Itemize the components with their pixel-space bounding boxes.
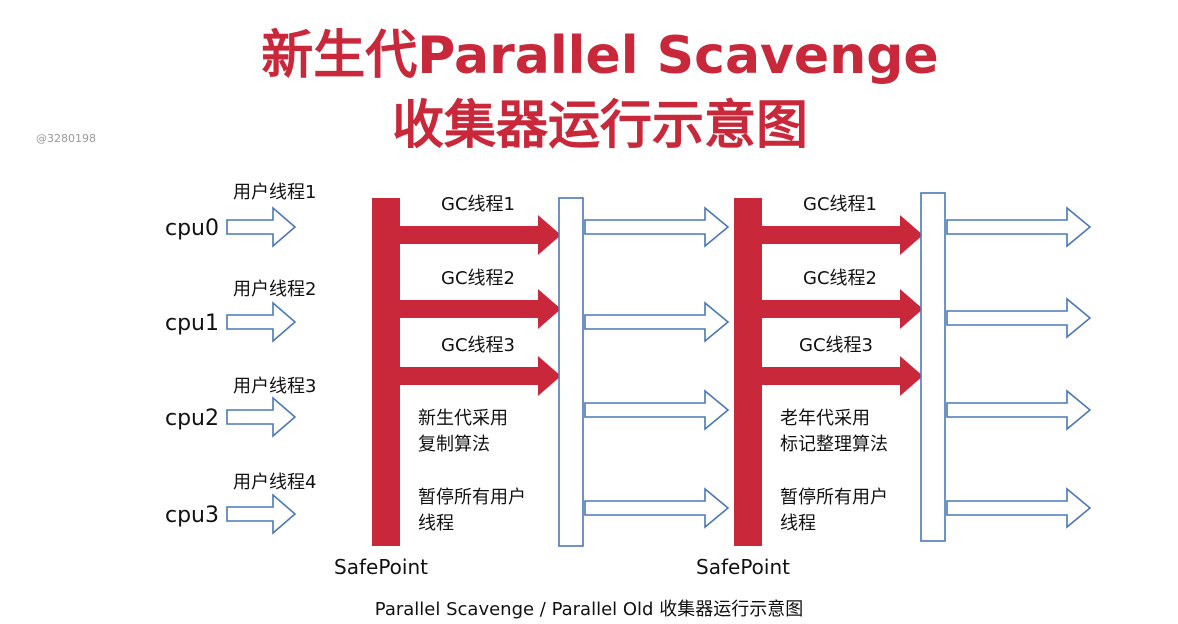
user-thread-label-1: 用户线程1 [233,182,316,203]
resumed-arrow-cpu0-phase1 [584,207,729,247]
gc-thread-arrow-3-phase1 [398,356,561,396]
phase2-pause-line2: 线程 [780,513,816,534]
cpu-label-2: cpu2 [165,406,219,431]
gc-thread-arrow-1-phase1 [398,215,561,255]
user-thread-arrow-cpu0 [226,207,296,247]
title-line-1: 新生代Parallel Scavenge [261,26,938,86]
cpu-label-0: cpu0 [165,216,219,241]
gc-thread-label-2-phase2: GC线程2 [803,268,877,289]
phase2-algorithm-line1: 老年代采用 [780,408,870,429]
gc-thread-label-1-phase2: GC线程1 [803,194,877,215]
gc-thread-arrow-1-phase2 [760,215,923,255]
phase1-pause-line2: 线程 [418,513,454,534]
safepoint-bar-1 [372,198,400,546]
user-thread-label-3: 用户线程3 [233,376,316,397]
gc-thread-arrow-2-phase2 [760,289,923,329]
resumed-arrow-cpu2-phase2 [946,390,1091,430]
resumed-arrow-cpu1-phase1 [584,302,729,342]
phase1-pause-line1: 暂停所有用户 [418,487,526,508]
resumed-arrow-cpu3-phase1 [584,488,729,528]
gc-thread-label-2-phase1: GC线程2 [441,268,515,289]
resumed-arrow-cpu0-phase2 [946,207,1091,247]
watermark: @3280198 [36,132,96,145]
phase2-algorithm-line2: 标记整理算法 [780,434,888,455]
gc-end-barrier-2 [920,192,946,542]
safepoint-bar-2 [734,198,762,546]
user-thread-arrow-cpu3 [226,494,296,534]
gc-thread-label-3-phase2: GC线程3 [799,335,873,356]
phase1-algorithm-line2: 复制算法 [418,434,490,455]
diagram-caption: Parallel Scavenge / Parallel Old 收集器运行示意… [375,599,803,620]
user-thread-label-4: 用户线程4 [233,472,316,493]
gc-thread-label-1-phase1: GC线程1 [441,194,515,215]
phase2-pause-line1: 暂停所有用户 [780,487,888,508]
user-thread-label-2: 用户线程2 [233,279,316,300]
safepoint-label-1: SafePoint [334,555,428,579]
user-thread-arrow-cpu2 [226,397,296,437]
resumed-arrow-cpu1-phase2 [946,298,1091,338]
safepoint-label-2: SafePoint [696,555,790,579]
gc-end-barrier-1 [558,197,584,547]
gc-thread-arrow-3-phase2 [760,356,923,396]
user-thread-arrow-cpu1 [226,302,296,342]
resumed-arrow-cpu2-phase1 [584,390,729,430]
gc-thread-label-3-phase1: GC线程3 [441,335,515,356]
cpu-label-1: cpu1 [165,311,219,336]
resumed-arrow-cpu3-phase2 [946,488,1091,528]
title-line-2: 收集器运行示意图 [392,96,808,156]
phase1-algorithm-line1: 新生代采用 [418,408,508,429]
gc-thread-arrow-2-phase1 [398,289,561,329]
cpu-label-3: cpu3 [165,503,219,528]
